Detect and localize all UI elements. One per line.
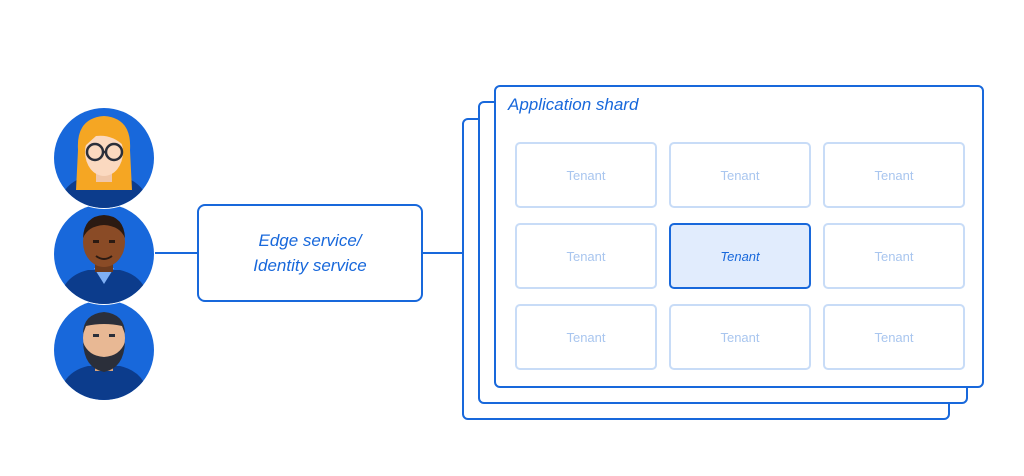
tenant-cell: Tenant [515, 142, 657, 208]
user-avatar-dark-skin-icon [53, 203, 155, 305]
tenant-cell: Tenant [515, 304, 657, 370]
tenant-cell: Tenant [669, 304, 811, 370]
identity-service-label: Identity service [253, 256, 367, 275]
user-avatar-beard-icon [53, 299, 155, 401]
tenant-cell: Tenant [823, 223, 965, 289]
tenant-cell: Tenant [515, 223, 657, 289]
edge-identity-service-box: Edge service/ Identity service [197, 204, 423, 302]
tenant-cell: Tenant [823, 304, 965, 370]
tenant-cell: Tenant [669, 142, 811, 208]
user-avatar-glasses-icon [53, 107, 155, 209]
application-shard-title: Application shard [508, 95, 639, 114]
tenant-cell-active: Tenant [669, 223, 811, 289]
tenant-cell: Tenant [823, 142, 965, 208]
edge-service-label: Edge service/ [258, 231, 362, 250]
